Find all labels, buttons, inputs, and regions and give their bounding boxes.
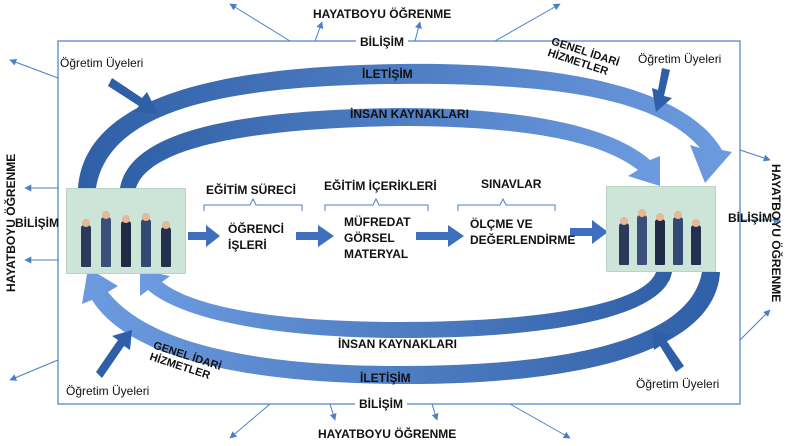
lifelong-learning-right: HAYATBOYU ÖĞRENME: [769, 164, 783, 303]
human-resources-arc-bottom: [140, 270, 672, 338]
flow-arrow-1: [188, 225, 220, 247]
lifelong-learning-top: HAYATBOYU ÖĞRENME: [313, 7, 452, 21]
education-contents-label: EĞİTİM İÇERİKLERİ: [324, 179, 437, 193]
exams-label: SINAVLAR: [481, 177, 542, 191]
human-resources-bottom: İNSAN KAYNAKLARI: [338, 337, 457, 351]
faculty-arrow-top-right: [652, 68, 672, 112]
human-resources-arc-top: [120, 108, 660, 188]
flow-arrow-2: [296, 225, 334, 247]
flow-arrow-4: [570, 220, 608, 244]
faculty-arrow-top-left: [108, 78, 158, 114]
assessment-line1: ÖLÇME VE: [470, 217, 533, 231]
curriculum-line1: MÜFREDAT: [344, 215, 411, 229]
student-affairs-line2: İŞLERİ: [228, 238, 267, 253]
communication-bottom: İLETİŞİM: [360, 371, 411, 385]
faculty-label-top-right: Öğretim Üyeleri: [638, 52, 722, 66]
education-process-label: EĞİTİM SÜRECİ: [206, 183, 297, 197]
informatics-bottom: BİLİŞİM: [355, 398, 407, 410]
faculty-arrow-bottom-left: [96, 330, 132, 378]
assessment: ÖLÇME VE DEĞERLENDİRME: [470, 216, 575, 248]
human-resources-top: İNSAN KAYNAKLARI: [350, 107, 469, 121]
thin-arrows: [9, 3, 781, 439]
lifelong-learning-left: HAYATBOYU ÖĞRENME: [4, 153, 18, 292]
faculty-arrow-bottom-right: [652, 330, 684, 372]
faculty-label-bottom-left: Öğretim Üyeleri: [66, 384, 150, 398]
lifelong-learning-bottom: HAYATBOYU ÖĞRENME: [318, 427, 457, 441]
communication-top: İLETİŞİM: [362, 67, 413, 81]
faculty-label-bottom-right: Öğretim Üyeleri: [636, 377, 720, 391]
team-photo-right: [606, 186, 716, 272]
brackets: [203, 197, 556, 211]
student-affairs: ÖĞRENCİ İŞLERİ: [228, 221, 284, 253]
communication-arc-bottom: [82, 268, 720, 385]
curriculum: MÜFREDAT GÖRSEL MATERYAL: [344, 214, 410, 263]
curriculum-line2: GÖRSEL: [344, 231, 395, 246]
assessment-line2: DEĞERLENDİRME: [470, 233, 576, 248]
informatics-left: BİLİŞİM: [15, 216, 59, 230]
informatics-top: BİLİŞİM: [356, 36, 408, 48]
team-photo-left: [66, 188, 186, 274]
curriculum-line3: MATERYAL: [344, 247, 409, 262]
informatics-right: BİLİŞİM: [728, 211, 772, 225]
student-affairs-line1: ÖĞRENCİ: [228, 222, 285, 236]
flow-arrow-3: [416, 225, 464, 247]
faculty-label-top-left: Öğretim Üyeleri: [60, 56, 144, 70]
